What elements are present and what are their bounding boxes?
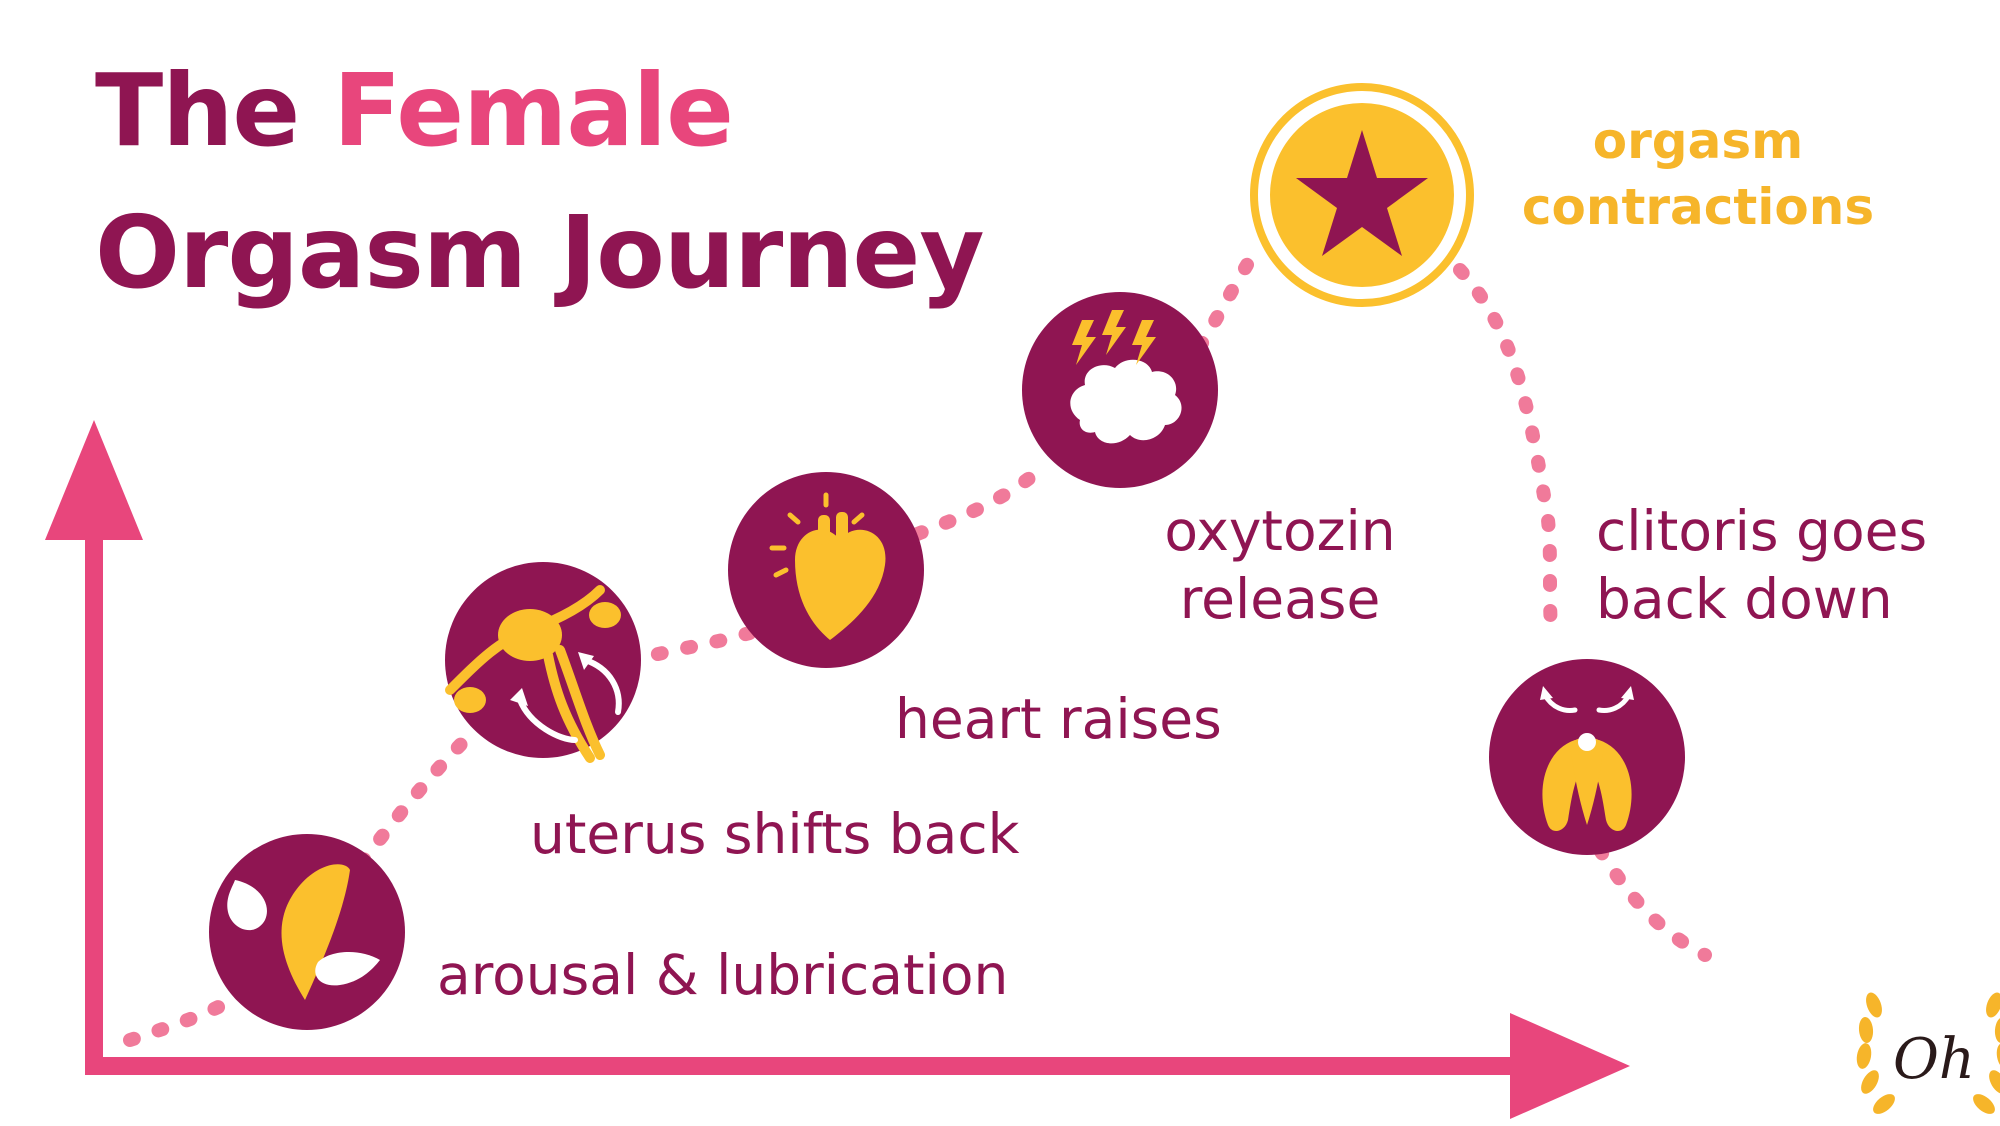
star-icon [1296, 130, 1428, 256]
page-title: The Female Orgasm Journey [95, 40, 985, 324]
droplets-icon [227, 864, 380, 1000]
label-heart: heart raises [895, 687, 1222, 751]
label-uterus: uterus shifts back [530, 802, 1020, 866]
y-axis-arrow [45, 420, 143, 540]
stage-uterus-node [445, 562, 641, 763]
clitoris-icon [1540, 686, 1634, 832]
stage-orgasm-node [1250, 83, 1474, 307]
label-orgasm-line2: contractions [1521, 178, 1875, 236]
stage-arousal-node [209, 834, 405, 1030]
title-accent: Female [333, 52, 734, 169]
stage-heart-node [728, 472, 924, 668]
uterus-icon [445, 585, 622, 763]
heart-icon [769, 492, 886, 640]
label-oxytozin-line2: release [1179, 567, 1381, 631]
laurel-wreath-icon [1856, 992, 2000, 1114]
brain-lightning-icon [1070, 310, 1182, 444]
label-clitoris: clitoris goes back down [1596, 497, 1927, 633]
stage-oxytozin-node [1022, 292, 1218, 488]
logo-text: Oh [1893, 1027, 1975, 1092]
title-part1: The [95, 52, 334, 169]
stage-clitoris-node [1489, 659, 1685, 855]
label-arousal: arousal & lubrication [437, 943, 1009, 1007]
label-clitoris-line2: back down [1596, 567, 1893, 631]
label-orgasm-line1: orgasm [1592, 112, 1804, 170]
journey-dotted-path [123, 253, 1712, 1047]
brand-logo: Oh [1856, 992, 2000, 1114]
title-line2: Orgasm Journey [95, 194, 985, 311]
axes [45, 420, 1630, 1119]
label-orgasm: orgasm contractions [1498, 108, 1898, 240]
x-axis-arrow [1510, 1013, 1630, 1119]
label-oxytozin: oxytozin release [1135, 497, 1425, 633]
label-clitoris-line1: clitoris goes [1596, 499, 1928, 563]
label-oxytozin-line1: oxytozin [1164, 499, 1396, 563]
